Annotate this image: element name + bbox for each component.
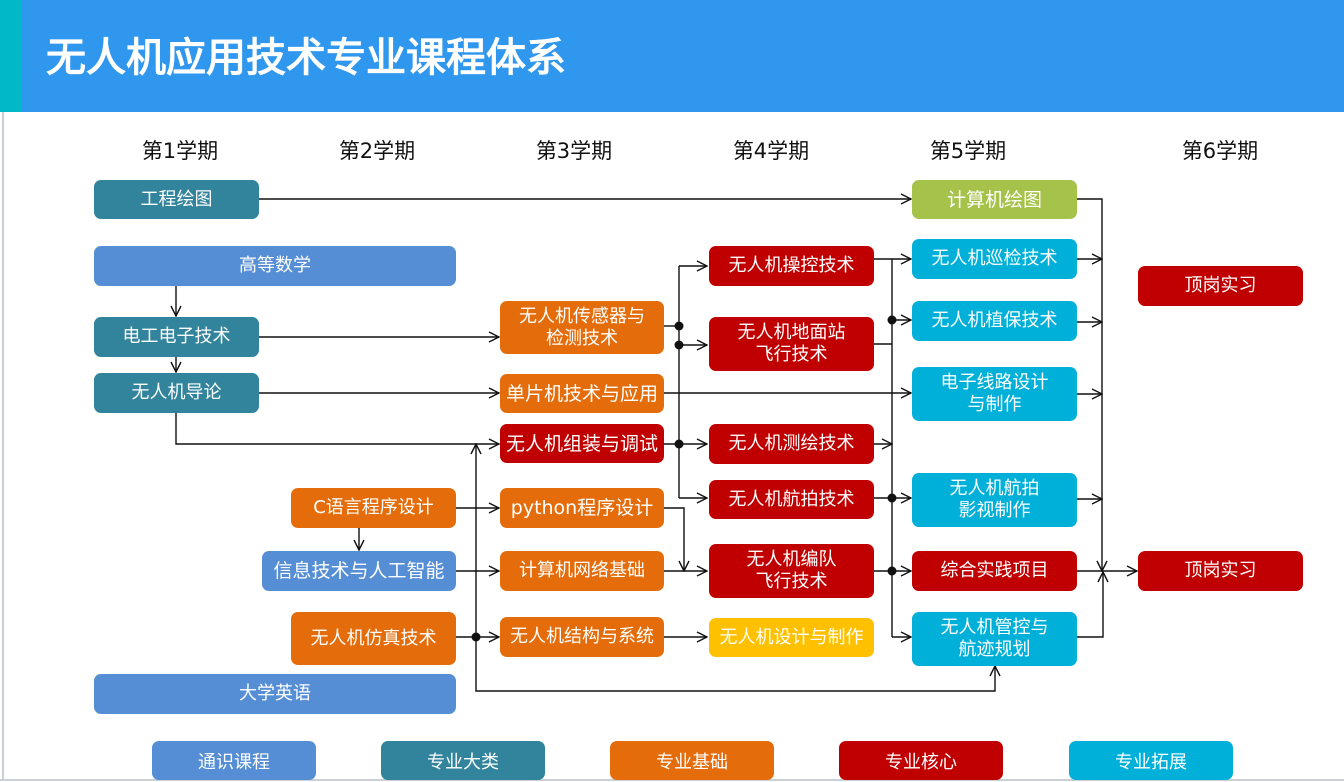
junction-dot <box>887 315 897 325</box>
course-advanced-math[interactable]: 高等数学 <box>94 246 456 286</box>
course-label: 计算机网络基础 <box>519 560 645 581</box>
course-uav-mapping[interactable]: 无人机测绘技术 <box>709 424 874 464</box>
course-uav-sensors[interactable]: 无人机传感器与 检测技术 <box>500 301 664 354</box>
course-college-english[interactable]: 大学英语 <box>94 674 456 714</box>
course-uav-aerial-photo[interactable]: 无人机航拍技术 <box>709 480 874 519</box>
legend-foundation: 专业基础 <box>610 741 774 780</box>
course-label-line-2: 飞行技术 <box>755 344 828 365</box>
course-computer-drawing[interactable]: 计算机绘图 <box>912 180 1077 219</box>
legend-label: 专业基础 <box>656 751 728 773</box>
legend-label: 专业核心 <box>885 751 957 773</box>
course-label: 综合实践项目 <box>940 560 1049 581</box>
course-uav-control[interactable]: 无人机操控技术 <box>709 246 874 286</box>
course-label: 无人机植保技术 <box>931 310 1058 331</box>
course-label-line-2: 与制作 <box>967 394 1022 415</box>
course-label-line-1: 无人机传感器与 <box>519 305 645 327</box>
course-uav-structure[interactable]: 无人机结构与系统 <box>500 617 664 657</box>
junction-dot <box>887 566 897 576</box>
course-label-line-2: 航迹规划 <box>958 639 1031 660</box>
semester-1-header: 第1学期 <box>141 139 219 163</box>
legend-core: 专业核心 <box>839 741 1003 780</box>
semester-2-header: 第2学期 <box>338 139 416 163</box>
semester-6-header: 第6学期 <box>1181 139 1259 163</box>
course-python-programming[interactable]: python程序设计 <box>500 488 664 528</box>
legend-major-category: 专业大类 <box>381 741 545 780</box>
line-python-to-formation <box>664 507 684 571</box>
line-intro-to-assembly <box>175 413 499 444</box>
course-label: 无人机操控技术 <box>728 255 855 276</box>
course-label: 大学英语 <box>239 683 311 704</box>
course-comprehensive-project[interactable]: 综合实践项目 <box>912 551 1077 591</box>
page-title: 无人机应用技术专业课程体系 <box>46 35 566 81</box>
course-label: 无人机设计与制作 <box>719 626 864 648</box>
legend-label: 专业大类 <box>427 751 499 773</box>
course-circuit-design[interactable]: 电子线路设计 与制作 <box>912 367 1077 421</box>
course-label-line-1: 无人机编队 <box>746 549 837 570</box>
course-label: 顶岗实习 <box>1184 275 1257 296</box>
course-uav-design[interactable]: 无人机设计与制作 <box>709 618 874 657</box>
course-label-line-2: 影视制作 <box>958 500 1031 521</box>
course-uav-crop-protection[interactable]: 无人机植保技术 <box>912 301 1077 341</box>
line-traffic-to-bus <box>1077 572 1103 638</box>
course-engineering-drawing[interactable]: 工程绘图 <box>94 180 259 219</box>
course-label: 电工电子技术 <box>122 326 231 347</box>
course-label: 单片机技术与应用 <box>505 382 658 405</box>
legend-label: 专业拓展 <box>1115 751 1187 773</box>
bottom-divider <box>0 779 1344 781</box>
course-label: 无人机组装与调试 <box>505 432 658 455</box>
semester-4-header: 第4学期 <box>732 139 810 163</box>
junction-dot <box>674 321 684 331</box>
course-label: 计算机绘图 <box>946 188 1042 211</box>
header-bar <box>0 0 1344 112</box>
course-label: 信息技术与人工智能 <box>273 560 445 582</box>
course-uav-traffic[interactable]: 无人机管控与 航迹规划 <box>912 612 1077 666</box>
course-uav-ground-station[interactable]: 无人机地面站 飞行技术 <box>709 317 874 371</box>
course-label-line-1: 电子线路设计 <box>940 372 1049 393</box>
course-label: python程序设计 <box>510 497 654 519</box>
junction-dot <box>471 632 481 642</box>
course-label-line-1: 无人机地面站 <box>737 322 846 343</box>
course-label-line-1: 无人机航拍 <box>949 478 1040 499</box>
course-label: C语言程序设计 <box>313 497 434 518</box>
course-label: 无人机导论 <box>131 382 222 403</box>
left-divider <box>2 112 4 780</box>
course-label-line-2: 检测技术 <box>546 327 618 349</box>
course-label: 无人机结构与系统 <box>510 626 654 647</box>
header-accent <box>0 0 22 112</box>
course-label: 顶岗实习 <box>1184 560 1257 581</box>
junction-dot <box>674 340 684 350</box>
semester-3-header: 第3学期 <box>535 139 613 163</box>
course-label: 无人机仿真技术 <box>310 627 437 649</box>
course-uav-simulation[interactable]: 无人机仿真技术 <box>291 612 456 665</box>
course-label: 高等数学 <box>239 255 311 276</box>
course-label: 工程绘图 <box>140 188 213 210</box>
course-label: 无人机巡检技术 <box>931 248 1058 269</box>
course-label-line-2: 飞行技术 <box>755 571 828 592</box>
semester-5-header: 第5学期 <box>929 139 1007 163</box>
course-label-line-1: 无人机管控与 <box>940 617 1049 638</box>
course-label: 无人机航拍技术 <box>728 488 855 510</box>
junction-dot <box>887 493 897 503</box>
course-internship-bottom[interactable]: 顶岗实习 <box>1138 551 1303 591</box>
course-uav-formation[interactable]: 无人机编队 飞行技术 <box>709 544 874 598</box>
course-label: 无人机测绘技术 <box>728 433 855 454</box>
legend-label: 通识课程 <box>198 751 270 773</box>
course-mcu-tech[interactable]: 单片机技术与应用 <box>500 374 664 413</box>
course-it-ai[interactable]: 信息技术与人工智能 <box>262 551 456 591</box>
course-electrical-electronics[interactable]: 电工电子技术 <box>94 317 259 357</box>
course-uav-inspection[interactable]: 无人机巡检技术 <box>912 239 1077 279</box>
legend-general: 通识课程 <box>152 741 316 780</box>
legend-extension: 专业拓展 <box>1069 741 1233 780</box>
course-uav-intro[interactable]: 无人机导论 <box>94 373 259 413</box>
course-uav-assembly[interactable]: 无人机组装与调试 <box>500 424 664 463</box>
junction-dot <box>674 439 684 449</box>
course-uav-film[interactable]: 无人机航拍 影视制作 <box>912 473 1077 527</box>
course-internship-top[interactable]: 顶岗实习 <box>1138 266 1303 306</box>
course-computer-network[interactable]: 计算机网络基础 <box>500 551 664 591</box>
course-c-programming[interactable]: C语言程序设计 <box>291 488 456 528</box>
line-computer-drawing-to-bus <box>1077 198 1102 571</box>
